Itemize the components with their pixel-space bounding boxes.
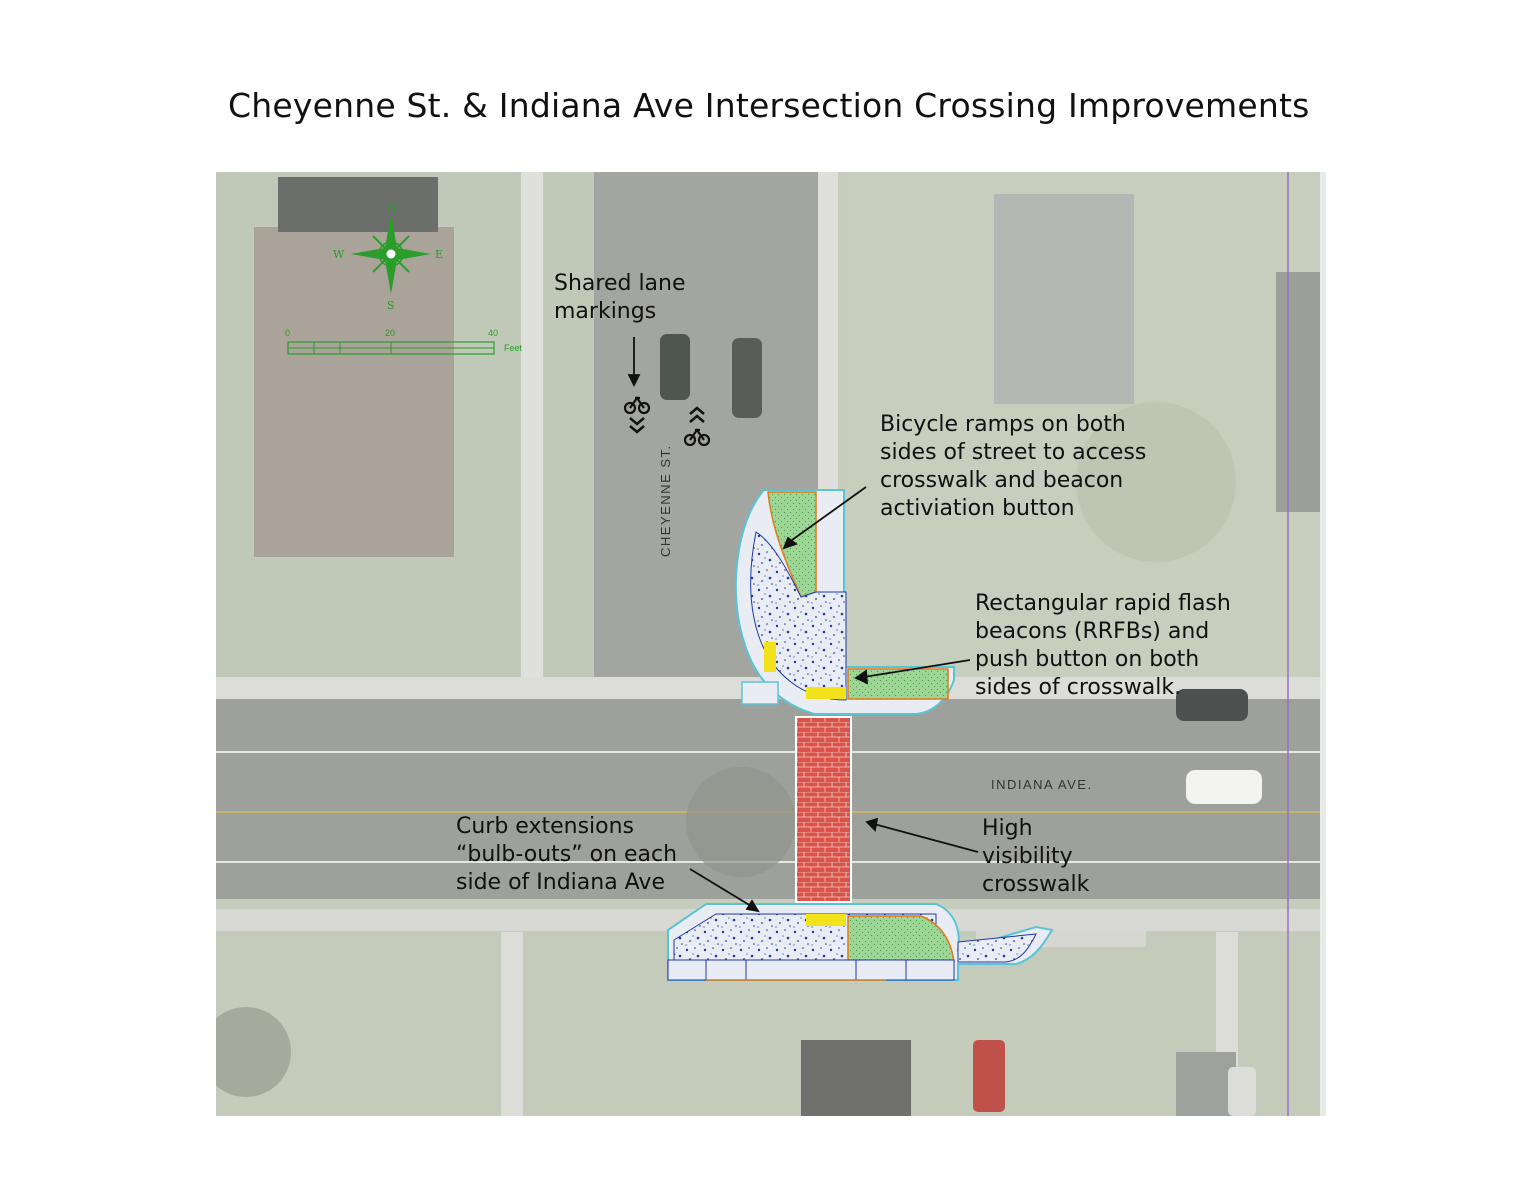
compass-w: W — [333, 248, 345, 261]
callout-line: push button on both — [975, 647, 1200, 672]
tree-3 — [1076, 402, 1236, 562]
house-s2 — [1176, 1052, 1236, 1116]
tree-2 — [216, 1007, 291, 1097]
callout-crosswalk: High visibility crosswalk — [982, 815, 1089, 899]
sharrow-2 — [683, 406, 711, 447]
scale-tick-0: 0 — [285, 328, 290, 338]
compass-s: S — [387, 299, 395, 312]
callout-line: markings — [554, 299, 657, 324]
cheyenne-street-label: CHEYENNE ST. — [658, 444, 673, 557]
car-1 — [660, 334, 690, 400]
arrow-bicycle-ramps — [791, 486, 867, 541]
callout-line: sides of crosswalk. — [975, 675, 1182, 700]
south-bulb-out — [667, 903, 1054, 981]
house-nw-roof-top — [278, 177, 438, 232]
house-nw — [254, 227, 454, 557]
map-right-edge — [1320, 172, 1326, 1116]
callout-line: sides of street to access — [880, 440, 1147, 465]
callout-line: beacons (RRFBs) and — [975, 619, 1210, 644]
arrow-curb-extensions — [689, 868, 752, 907]
callout-shared-lane: Shared lane markings — [554, 270, 686, 326]
callout-line: Shared lane — [554, 271, 686, 296]
callout-line: visibility — [982, 844, 1073, 869]
sharrow-1 — [623, 396, 651, 434]
driveway-1 — [501, 932, 523, 1116]
compass-rose: N S E W — [333, 201, 443, 312]
north-tactile-1 — [764, 642, 776, 672]
callout-line: activiation button — [880, 496, 1075, 521]
callout-line: Curb extensions — [456, 814, 635, 839]
arrow-rrfb — [863, 659, 971, 678]
callout-curb-extensions: Curb extensions “bulb-outs” on each side… — [456, 813, 677, 897]
north-curb-lip — [741, 681, 779, 705]
callout-line: High — [982, 816, 1033, 841]
arrow-crosswalk — [873, 823, 979, 853]
scale-unit: Feet — [504, 343, 523, 353]
callout-rrfb: Rectangular rapid flash beacons (RRFBs) … — [975, 590, 1231, 702]
callout-line: Rectangular rapid flash — [975, 591, 1231, 616]
compass-e: E — [435, 248, 443, 261]
car-3 — [1176, 689, 1248, 721]
car-2 — [732, 338, 762, 418]
callout-line: crosswalk — [982, 872, 1090, 897]
south-paver-strip — [667, 959, 955, 981]
callout-bicycle-ramps: Bicycle ramps on both sides of street to… — [880, 411, 1146, 523]
leader-arrows — [627, 337, 979, 913]
north-tactile-2 — [806, 687, 846, 699]
car-4 — [1186, 770, 1262, 804]
callout-line: “bulb-outs” on each — [456, 842, 678, 867]
high-visibility-crosswalk — [795, 716, 852, 903]
callout-line: crosswalk and beacon — [880, 468, 1124, 493]
car-6 — [1228, 1067, 1256, 1116]
scale-tick-40: 40 — [488, 328, 498, 338]
south-tactile — [806, 914, 846, 926]
page-title: Cheyenne St. & Indiana Ave Intersection … — [228, 86, 1310, 125]
south-concrete-east — [957, 933, 1037, 963]
scale-bar: 0 20 40 Feet — [285, 328, 523, 355]
callout-line: side of Indiana Ave — [456, 870, 665, 895]
compass-n: N — [387, 201, 397, 214]
tree-1 — [686, 767, 796, 877]
house-ne — [994, 194, 1134, 404]
callout-line: Bicycle ramps on both — [880, 412, 1126, 437]
car-5 — [973, 1040, 1005, 1112]
scale-tick-20: 20 — [385, 328, 395, 338]
indiana-avenue-label: INDIANA AVE. — [991, 777, 1093, 792]
site-plan-map: CHEYENNE ST. INDIANA AVE. N S E W — [216, 172, 1326, 1116]
house-s1 — [801, 1040, 911, 1116]
house-e — [1276, 272, 1321, 512]
cheyenne-sidewalk-w — [521, 172, 543, 692]
